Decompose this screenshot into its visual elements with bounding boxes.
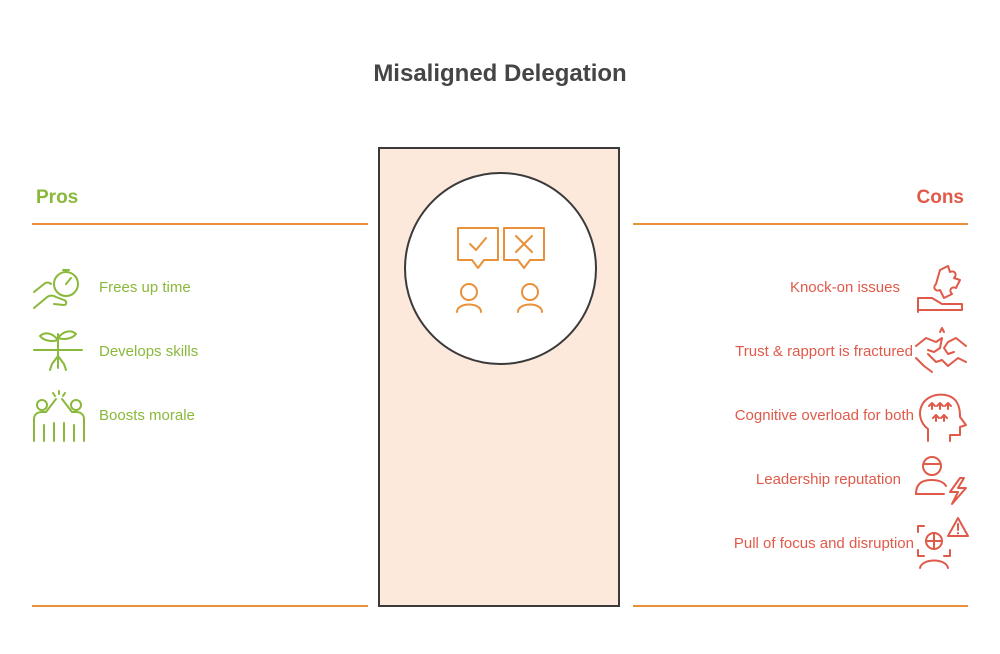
pro-item-label: Boosts morale xyxy=(99,407,195,424)
broken-handshake-icon xyxy=(915,327,967,373)
center-circle xyxy=(404,172,597,365)
con-item-label: Leadership reputation xyxy=(755,471,901,488)
approve-reject-people-icon xyxy=(456,227,545,313)
sprout-icon xyxy=(33,330,83,371)
high-five-icon xyxy=(33,390,85,442)
con-item-label: Cognitive overload for both xyxy=(734,407,914,424)
focus-warning-icon xyxy=(917,517,969,569)
pros-top-divider xyxy=(32,223,368,225)
cons-top-divider xyxy=(633,223,968,225)
pros-bottom-divider xyxy=(32,605,368,607)
stopwatch-hand-icon xyxy=(33,269,79,309)
puzzle-hand-icon xyxy=(917,265,963,313)
pro-item-label: Frees up time xyxy=(99,279,191,296)
pros-heading: Pros xyxy=(36,187,79,208)
con-item-label: Pull of focus and disruption xyxy=(733,535,914,552)
cons-heading: Cons xyxy=(916,187,965,208)
con-item-label: Knock-on issues xyxy=(789,279,900,296)
pro-item-label: Develops skills xyxy=(99,343,199,360)
con-item-label: Trust & rapport is fractured xyxy=(735,343,913,360)
person-lightning-icon xyxy=(915,456,967,505)
cons-bottom-divider xyxy=(633,605,968,607)
head-arrows-icon xyxy=(919,393,967,442)
diagram-title: Misaligned Delegation xyxy=(373,60,627,87)
